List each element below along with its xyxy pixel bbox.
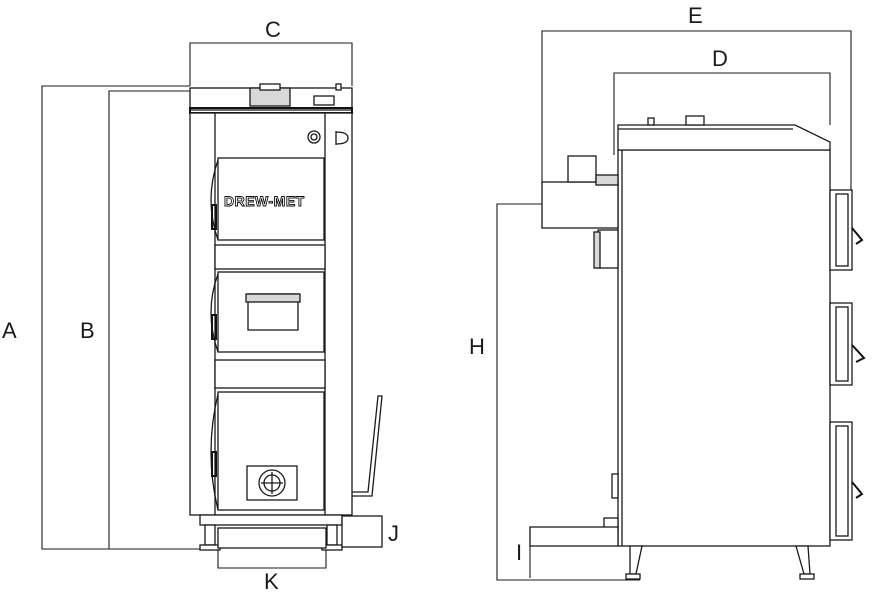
side-foot-left (625, 573, 641, 580)
side-view: E D H I (469, 3, 866, 581)
side-middle-door-handle (851, 344, 866, 363)
label-i: I (516, 540, 522, 565)
shaker-lever (352, 395, 383, 497)
foot-left (199, 544, 221, 551)
flue-outlet (541, 181, 619, 229)
base-j-block (341, 515, 383, 548)
label-d: D (712, 46, 728, 71)
side-middle-door-inner (835, 306, 849, 382)
middle-door-handle (211, 314, 217, 340)
ash-box-front (217, 527, 327, 549)
side-middle-door (829, 302, 853, 386)
draft-regulator (335, 131, 349, 145)
flue-flange (595, 174, 619, 186)
upper-door (217, 157, 325, 241)
divider-band-lower (214, 359, 326, 389)
thermometer-gauge (307, 130, 321, 144)
leg-left (204, 524, 216, 546)
side-lower-door-inner (835, 425, 849, 537)
leg-right (326, 524, 338, 546)
label-h: H (469, 334, 485, 359)
upper-door-handle (211, 204, 217, 230)
rear-fitting-upper (611, 473, 619, 499)
flue-spigot (249, 87, 291, 107)
side-top-cover (617, 124, 831, 151)
control-panel (313, 95, 335, 106)
side-leg-right (795, 545, 811, 575)
flue-collar (567, 155, 597, 183)
dimension-line-d (613, 72, 831, 155)
rear-drain (529, 526, 619, 547)
side-top-knob-2 (685, 115, 705, 126)
top-knob (335, 83, 342, 91)
middle-door-hinge-curve (210, 273, 219, 353)
return-pipe-flange (593, 231, 601, 269)
side-leg-left (629, 545, 643, 575)
label-e: E (688, 3, 703, 28)
label-a: A (2, 318, 17, 343)
front-view: DREW-MET A B C J K (2, 17, 399, 592)
base-plinth (199, 514, 343, 526)
side-upper-door-inner (835, 193, 849, 267)
dimension-line-h (496, 203, 640, 581)
dimension-line-e (541, 30, 852, 193)
upper-door-hinge-curve (210, 159, 219, 241)
return-pipe (597, 229, 619, 269)
side-top-knob-1 (647, 117, 655, 126)
dimension-line-b (108, 90, 190, 549)
thermometer-dial (310, 133, 318, 141)
side-upper-door (829, 189, 853, 271)
label-b: B (80, 318, 95, 343)
label-c: C (265, 17, 281, 42)
flue-cap (259, 83, 281, 91)
lower-door-handle (211, 451, 217, 477)
brand-logo: DREW-MET (224, 193, 305, 209)
side-upper-door-handle (851, 227, 864, 245)
dimension-line-c (189, 42, 353, 86)
side-lower-door-handle (851, 481, 864, 499)
dimension-line-a (41, 85, 200, 550)
divider-band-upper (214, 244, 326, 270)
label-k: K (264, 569, 279, 592)
boiler-body-side (617, 149, 831, 547)
inspection-window-top (245, 293, 301, 303)
side-foot-right (799, 573, 815, 580)
side-lower-door (829, 421, 853, 541)
label-j: J (388, 521, 399, 546)
